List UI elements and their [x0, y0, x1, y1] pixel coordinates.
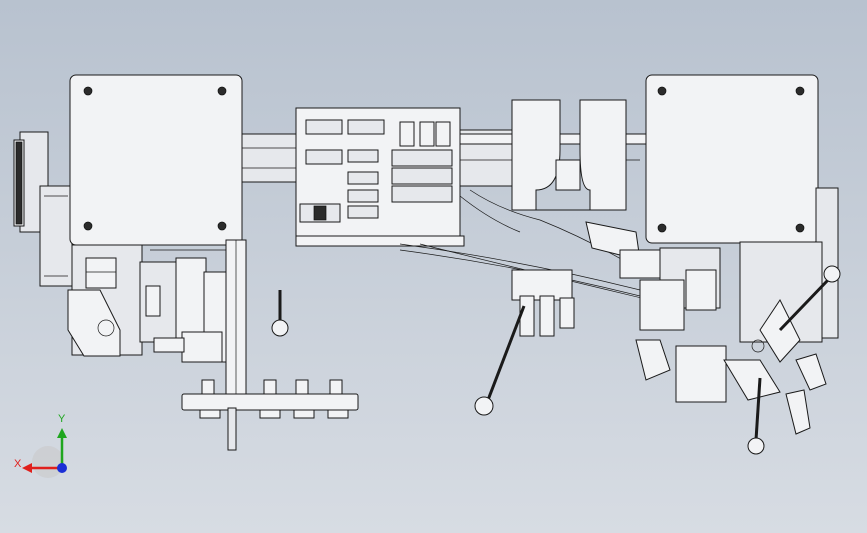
right-gripper-mechanism	[635, 241, 827, 435]
axis-x-label: X	[14, 458, 22, 470]
lever-handle-left[interactable]	[271, 290, 289, 337]
center-clamp-assembly	[511, 221, 685, 337]
lever-handle-center[interactable]	[474, 305, 526, 416]
lever-handle-right-lower[interactable]	[747, 377, 765, 455]
axis-triad	[22, 428, 67, 478]
left-gripper-mechanism	[67, 244, 231, 363]
central-u-bracket	[511, 99, 627, 211]
left-motor-housing	[13, 131, 73, 287]
left-mounting-plate	[69, 74, 243, 246]
main-rail	[241, 129, 671, 187]
axis-y-label: Y	[58, 413, 66, 425]
valve-manifold	[295, 107, 465, 247]
lever-handle-right-upper[interactable]	[778, 265, 841, 332]
bottom-fixture-bar	[181, 379, 359, 451]
vertical-post	[225, 239, 247, 395]
